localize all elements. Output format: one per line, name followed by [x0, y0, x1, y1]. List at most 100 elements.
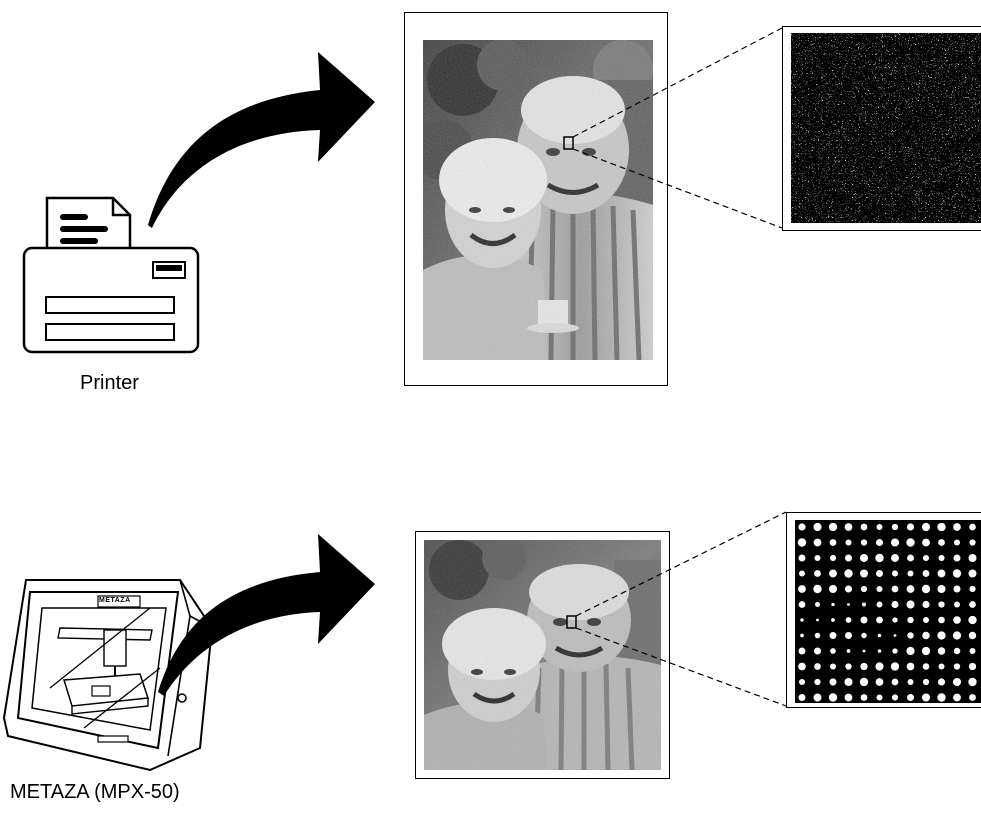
halftone-dot: [969, 523, 976, 531]
halftone-dot: [969, 694, 976, 701]
halftone-dot: [953, 616, 961, 624]
halftone-dot: [922, 678, 930, 686]
halftone-dot: [875, 678, 884, 686]
halftone-dot: [937, 678, 946, 686]
halftone-dot: [906, 646, 915, 656]
halftone-dot: [938, 554, 945, 562]
halftone-dot: [859, 677, 869, 687]
halftone-dot: [860, 523, 868, 531]
halftone-dot: [860, 569, 868, 578]
halftone-dot: [828, 522, 838, 532]
halftone-dot: [875, 538, 884, 547]
halftone-dot: [798, 570, 806, 577]
halftone-dot: [813, 522, 822, 532]
halftone-dot: [891, 600, 899, 609]
halftone-dot: [844, 523, 853, 531]
halftone-dot: [892, 648, 898, 654]
halftone-dot: [831, 602, 835, 607]
halftone-dot: [845, 632, 852, 639]
halftone-dot: [814, 663, 821, 670]
halftone-dot: [845, 539, 852, 546]
halftone-dot: [860, 585, 868, 593]
halftone-dot: [906, 600, 915, 609]
halftone-dot: [862, 649, 866, 653]
halftone-dot: [876, 523, 883, 531]
halftone-dot: [938, 663, 945, 670]
halftone-dot: [952, 677, 962, 687]
halftone-dot: [828, 693, 838, 702]
halftone-dot: [969, 648, 976, 654]
halftone-dot: [892, 617, 898, 623]
halftone-dot: [891, 570, 899, 577]
halftone-dot: [907, 632, 914, 639]
halftone-dot: [798, 523, 806, 531]
halftone-dot: [814, 570, 821, 577]
halftone-dot: [923, 617, 929, 623]
halftone-dot: [890, 662, 900, 671]
halftone-dot: [937, 693, 946, 702]
halftone-dot: [814, 678, 821, 686]
halftone-dot: [844, 693, 853, 702]
halftone-dot: [798, 647, 806, 655]
halftone-dot: [860, 662, 868, 671]
halftone-dot: [968, 662, 977, 671]
halftone-dot: [953, 647, 961, 655]
halftone-dot: [877, 649, 882, 653]
halftone-dot: [847, 603, 850, 606]
halftone-dot: [968, 677, 977, 687]
halftone-dot: [906, 662, 915, 671]
halftone-dot: [937, 522, 946, 532]
halftone-dot: [860, 616, 868, 624]
halftone-dot: [831, 618, 835, 622]
halftone-dot: [876, 601, 883, 608]
halftone-dot: [921, 693, 931, 702]
halftone-dot: [816, 618, 819, 622]
curved-arrow-icon-2: [158, 534, 375, 696]
halftone-dot: [861, 632, 867, 639]
halftone-dot: [860, 554, 868, 562]
halftone-dot: [813, 584, 822, 594]
halftone-dot: [968, 554, 977, 562]
halftone-dot: [938, 601, 945, 608]
halftone-dot: [798, 662, 806, 671]
photo-print-image: [423, 40, 653, 360]
halftone-dot: [798, 693, 806, 702]
halftone-dot: [828, 584, 838, 594]
halftone-dot: [907, 616, 914, 624]
engraved-photo-image: [424, 540, 661, 770]
halftone-dot: [953, 554, 961, 562]
halftone-dot: [968, 615, 977, 625]
halftone-dot: [875, 662, 884, 671]
halftone-dot: [829, 554, 837, 562]
halftone-dot: [890, 538, 900, 547]
halftone-dot: [891, 554, 899, 562]
halftone-dot: [829, 569, 837, 578]
halftone-dot: [860, 539, 868, 546]
halftone-dot: [797, 538, 807, 547]
halftone-dot: [906, 585, 915, 593]
halftone-dot: [968, 569, 977, 578]
engraving-machine-icon: [2, 579, 214, 772]
halftone-dot: [921, 646, 931, 656]
brand-plate-text: METAZA: [99, 597, 131, 604]
halftone-dot: [937, 569, 946, 578]
halftone-dot: [969, 585, 976, 593]
engraved-photo-frame: [415, 531, 670, 779]
halftone-dot: [798, 554, 806, 562]
halftone-dot: [921, 584, 931, 594]
halftone-dot: [814, 601, 821, 608]
halftone-dot: [845, 663, 852, 670]
halftone-dot: [846, 649, 851, 653]
halftone-dot: [798, 678, 806, 686]
halftone-dot: [953, 523, 961, 531]
halftone-dot: [876, 616, 883, 624]
halftone-dot: [861, 602, 867, 607]
halftone-dot: [953, 539, 961, 546]
dither-pattern: [791, 33, 981, 223]
halftone-dot: [922, 663, 930, 670]
halftone-dot: [922, 631, 930, 640]
halftone-dot: [800, 618, 804, 622]
halftone-dot: [876, 694, 883, 701]
halftone-dot: [829, 539, 837, 546]
halftone-dot: [876, 570, 883, 577]
